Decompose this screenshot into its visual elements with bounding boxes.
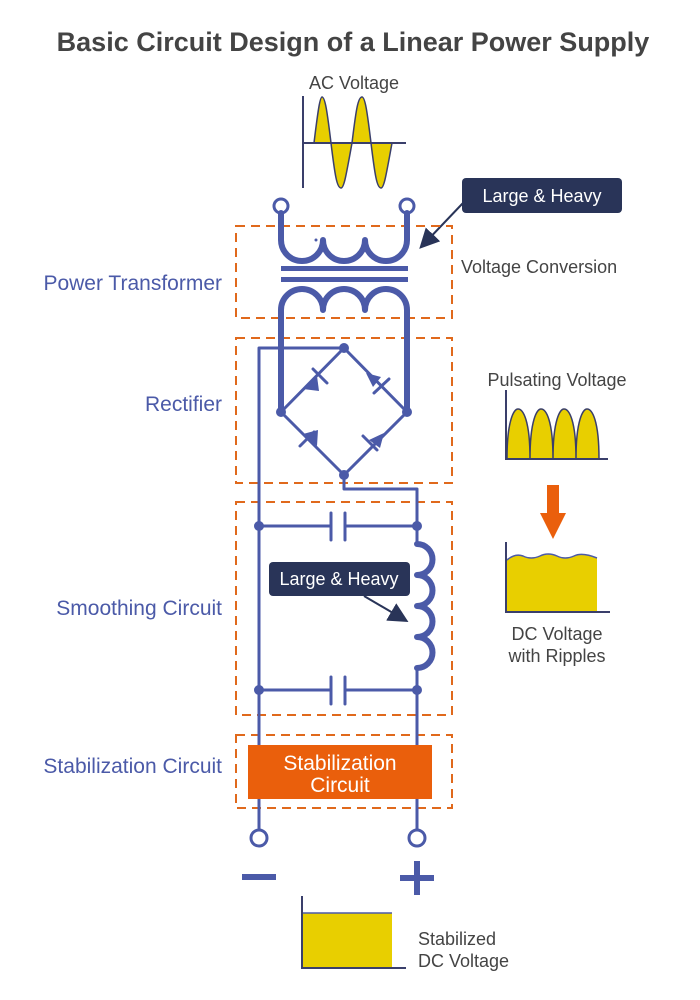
- bridge-diamond: [279, 346, 409, 477]
- voltage-conversion-label: Voltage Conversion: [461, 257, 617, 277]
- pulsating-voltage-label: Pulsating Voltage: [487, 370, 626, 390]
- stabilization-block: Stabilization Circuit: [248, 745, 432, 799]
- output-terminal-negative: [249, 828, 269, 848]
- pulsating-voltage-waveform: Pulsating Voltage: [487, 370, 627, 460]
- stabilized-dc-waveform: Stabilized DC Voltage: [301, 896, 509, 971]
- transformer-section-box: [235, 225, 453, 319]
- bridge-rectifier: [276, 343, 412, 480]
- core-top: [281, 266, 408, 271]
- stabilization-circuit-label: Stabilization Circuit: [43, 755, 222, 778]
- ac-voltage-waveform: AC Voltage: [302, 73, 406, 189]
- callout-box: [269, 562, 410, 596]
- pulsating-humps: [506, 408, 600, 460]
- plus-icon: [400, 861, 434, 895]
- minus-icon: [242, 874, 276, 880]
- callout-arrow: [419, 202, 464, 249]
- rectifier-label: Rectifier: [145, 393, 222, 416]
- stabilization-line2: Circuit: [310, 774, 370, 797]
- diode-bottom-right: [361, 433, 384, 452]
- dc-ripple-waveform: DC Voltage with Ripples: [505, 542, 610, 666]
- stabilized-label-1: Stabilized: [418, 929, 496, 949]
- rectifier-section-box: [235, 337, 453, 484]
- secondary-coil: [278, 286, 410, 415]
- smoothing-circuit: [254, 511, 436, 832]
- smoothing-section-box: [235, 501, 453, 716]
- power-transformer-label: Power Transformer: [43, 272, 222, 295]
- diode-top-left: [303, 367, 329, 391]
- dc-ripple-fill: [507, 554, 597, 613]
- stabilization-section-box: [235, 734, 453, 809]
- callout-box: [462, 178, 622, 213]
- callout-text: Large & Heavy: [482, 186, 601, 206]
- stabilized-label-2: DC Voltage: [418, 951, 509, 971]
- core-bottom: [281, 277, 408, 282]
- transformer-callout: Large & Heavy: [419, 178, 622, 249]
- diode-bottom-left: [298, 430, 318, 448]
- page-title: Basic Circuit Design of a Linear Power S…: [57, 27, 650, 57]
- positive-rail-top: [342, 473, 419, 542]
- ripple-line: [506, 553, 598, 561]
- inductor-callout: Large & Heavy: [269, 562, 410, 623]
- stabilization-line1: Stabilization: [283, 752, 396, 775]
- inductor-coil: [414, 541, 436, 671]
- dc-ripple-label-1: DC Voltage: [511, 624, 602, 644]
- smoothing-circuit-label: Smoothing Circuit: [56, 597, 222, 620]
- callout-arrow: [363, 595, 409, 623]
- down-arrow-icon: [540, 485, 566, 539]
- output-terminal-positive: [407, 828, 427, 848]
- negative-rail: [257, 346, 346, 832]
- callout-text: Large & Heavy: [279, 569, 398, 589]
- diode-top-right: [366, 373, 391, 395]
- transformer-symbol: [272, 197, 416, 415]
- dc-ripple-label-2: with Ripples: [507, 646, 605, 666]
- primary-coil: [278, 210, 410, 264]
- ac-voltage-label: AC Voltage: [309, 73, 399, 93]
- stabilized-fill: [303, 913, 392, 968]
